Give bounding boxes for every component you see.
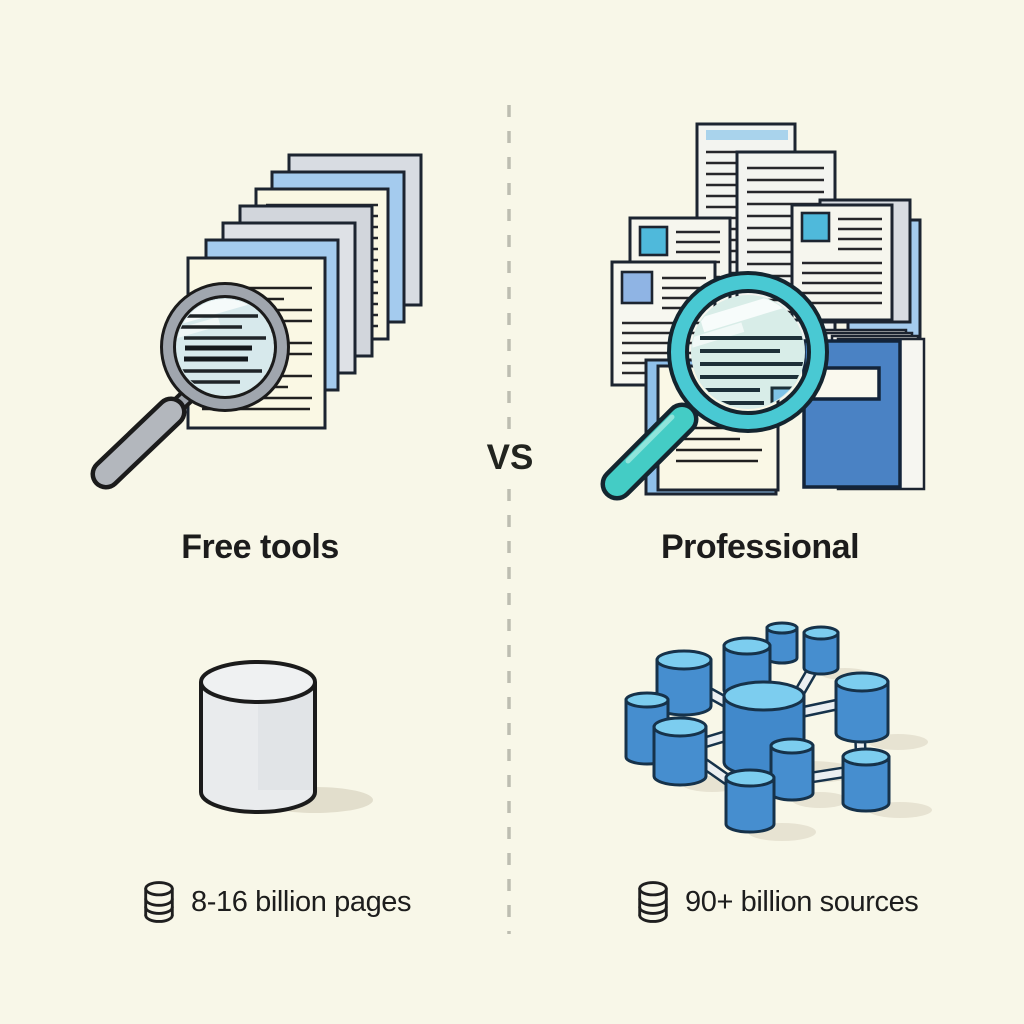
- magnifier-teal-icon: [600, 271, 829, 501]
- single-database-cylinder-icon: [199, 660, 373, 814]
- free-tools-title: Free tools: [181, 528, 339, 566]
- professional-stat: 90+ billion sources: [634, 878, 919, 926]
- professional-stat-text: 90+ billion sources: [685, 886, 919, 918]
- free-tools-stat-text: 8-16 billion pages: [191, 886, 412, 918]
- database-network-icon: [624, 621, 932, 841]
- professional-title: Professional: [660, 528, 860, 566]
- lens-magnified-text: [177, 299, 266, 384]
- free-tools-stat: 8-16 billion pages: [140, 878, 412, 926]
- versus-label: VS: [486, 438, 534, 477]
- database-icon: [144, 881, 174, 923]
- database-icon: [638, 881, 668, 923]
- magnifier-gray-icon: [90, 282, 290, 490]
